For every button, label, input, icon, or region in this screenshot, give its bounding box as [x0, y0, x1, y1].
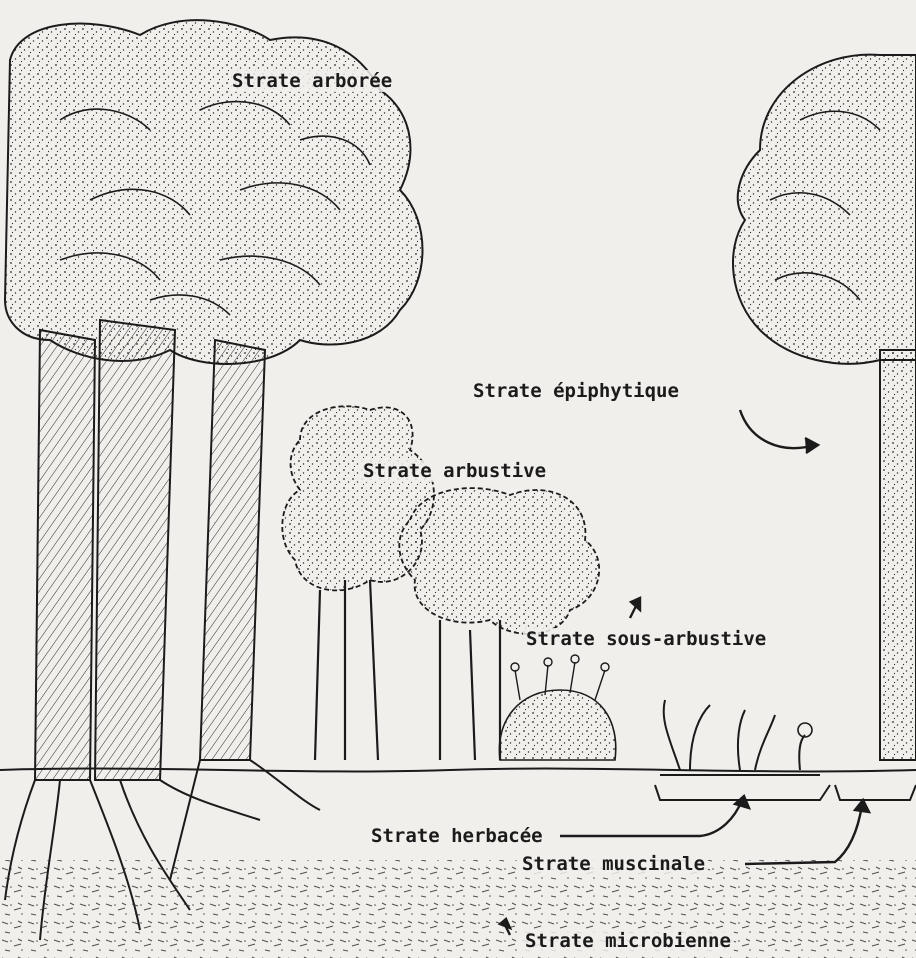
trunks-arboree [5, 320, 320, 940]
label-strate-arboree: Strate arborée [229, 70, 395, 92]
label-strate-muscinale: Strate muscinale [519, 853, 708, 875]
label-strate-epiphytique: Strate épiphytique [470, 380, 682, 402]
subshrub-sous-arbustive [499, 655, 615, 760]
label-strate-sous-arbustive: Strate sous-arbustive [523, 628, 769, 650]
herbs-herbacee [655, 700, 916, 800]
label-strate-herbacee: Strate herbacée [368, 825, 546, 847]
label-strate-microbienne: Strate microbienne [522, 930, 734, 952]
label-strate-arbustive: Strate arbustive [360, 460, 549, 482]
tree-epiphytique [733, 55, 916, 760]
